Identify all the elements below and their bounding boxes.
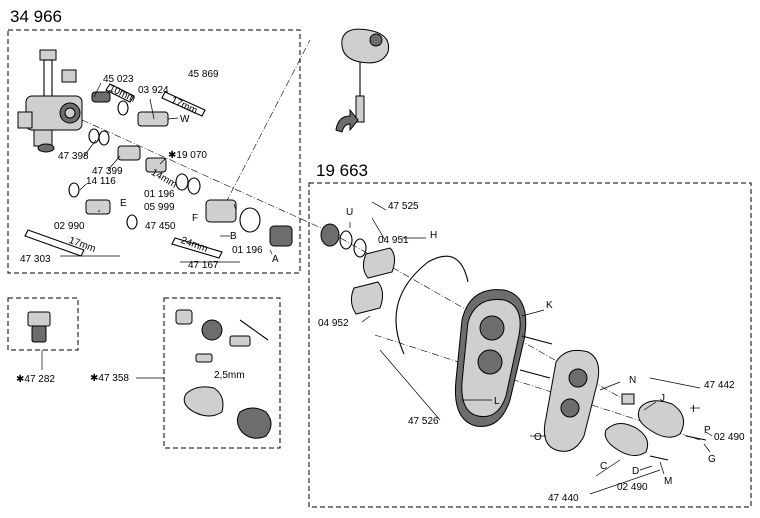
axis-line [219,39,311,215]
label-2-5mm: 2,5mm [214,370,245,381]
label-B: B [230,231,237,242]
label-24mm: 24mm [179,235,209,255]
label-E: E [120,198,127,209]
label-45869: 45 869 [188,69,219,80]
label-01196-bottom: 01 196 [232,245,263,256]
thermostat-spare-box [163,297,281,449]
seal-ring-icon [68,100,261,233]
cartridge-icon [27,311,51,343]
label-C: C [600,461,607,472]
axis-line [374,334,701,441]
cartridge-icon [649,435,707,461]
label-03924: 03 924 [138,85,169,96]
label-47450: 47 450 [145,221,176,232]
label-K: K [546,300,553,311]
cartridge-icon [350,247,396,315]
axis-line [59,109,331,233]
label-05999: 05 999 [144,202,175,213]
label-19070: ✱19 070 [168,150,207,161]
label-47398: 47 398 [58,151,89,162]
label-47282: ✱47 282 [16,374,55,385]
label-17mm-bottom: 17mm [67,235,97,255]
label-04952: 04 952 [318,318,349,329]
label-47440: 47 440 [548,493,579,504]
label-14116: 14 116 [86,176,116,187]
label-M: M [664,476,672,487]
label-W: W [180,114,190,125]
label-J: J [660,393,665,404]
label-L: L [494,396,500,407]
label-04951: 04 951 [378,235,409,246]
valve-body-icon [17,49,83,153]
escutcheon-plate-icon [454,289,527,427]
trim-kit-number: 19 663 [316,161,368,180]
label-02490-right: 02 490 [714,432,745,443]
escutcheon-plate-icon [543,349,600,452]
label-01196-top: 01 196 [144,189,175,200]
label-47526: 47 526 [408,416,439,427]
handle-icon [604,400,685,456]
trim-kit-box [308,182,752,508]
label-O: O [534,432,542,443]
label-D: D [632,466,639,477]
cartridge-icon [519,335,635,405]
label-45023: 45 023 [103,74,134,85]
label-G: G [708,454,716,465]
label-47399: 47 399 [92,166,123,177]
label-47525: 47 525 [388,201,419,212]
cartridge-icon [85,91,293,247]
label-47167: 47 167 [188,260,219,271]
label-H: H [430,230,437,241]
rotate-arrow-icon [335,108,359,133]
label-P: P [704,425,711,436]
label-47358: ✱47 358 [90,373,129,384]
label-A: A [272,254,279,265]
screwdriver-icon [341,28,390,123]
main-kit-number: 34 966 [10,7,62,26]
seal-ring-icon [320,223,367,258]
label-47442: 47 442 [704,380,735,391]
seal-ring-icon [395,255,469,355]
label-47303: 47 303 [20,254,51,265]
label-02990: 02 990 [54,221,85,232]
label-I: I [692,404,695,415]
main-kit-box [7,29,301,274]
label-N: N [629,375,636,386]
cartridge-spare-box [7,297,79,351]
label-U: U [346,207,353,218]
label-F: F [192,213,198,224]
label-02490-bottom: 02 490 [617,482,648,493]
cartridge-icon [175,309,272,439]
leader-lines [41,82,713,495]
